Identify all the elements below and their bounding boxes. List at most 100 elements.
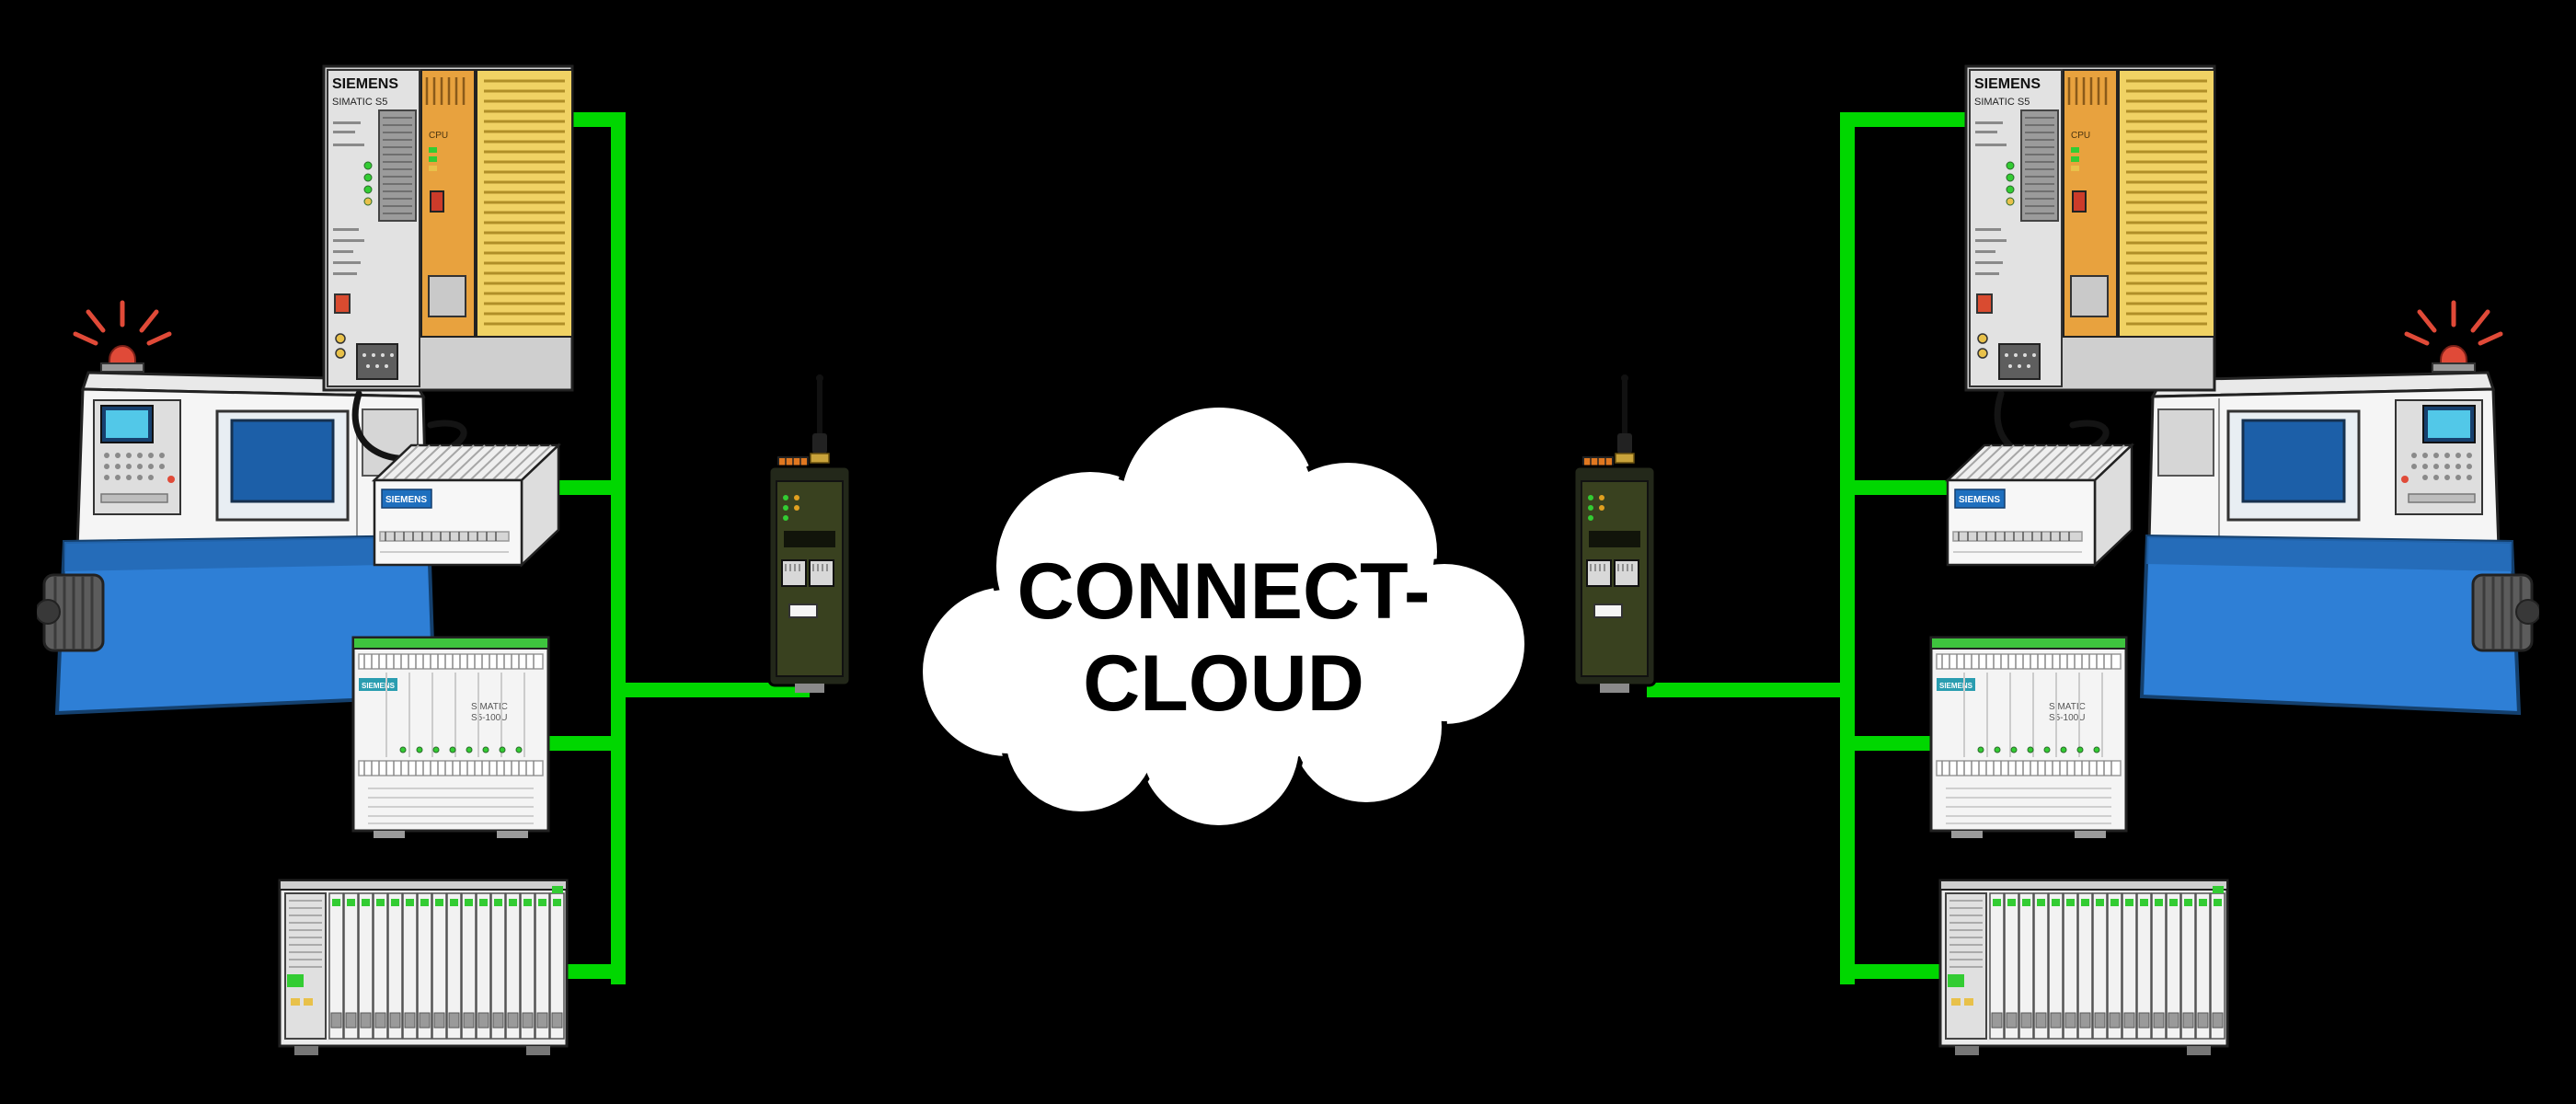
link-gateway-right <box>1647 683 1855 697</box>
model-label-2: S5-100U <box>2049 713 2085 723</box>
terminal-socket <box>1977 348 1988 359</box>
machine-tool-right <box>2134 299 2539 750</box>
cpu-connector <box>428 275 466 317</box>
beacon-base <box>2432 362 2476 373</box>
link-s7-left <box>543 736 626 751</box>
terminal-socket <box>1977 333 1988 344</box>
groove-ticks <box>385 532 497 541</box>
base-top-band <box>64 536 430 571</box>
port-pins-2 <box>1617 564 1633 571</box>
emergency-button <box>167 476 175 483</box>
terminal-ticks-bottom <box>1941 761 2112 776</box>
link-s7-right <box>1847 736 1939 751</box>
compact-plc-graphic: SIEMENS <box>1944 443 2135 568</box>
gateway-right <box>1569 373 1661 695</box>
antenna-base <box>1617 433 1632 454</box>
port-pins-2 <box>812 564 828 571</box>
antenna-ring <box>810 453 830 464</box>
rack-plc-graphic <box>1938 879 2229 1055</box>
alarm-beacon <box>109 345 136 364</box>
vent-dashes <box>1946 788 2111 824</box>
gateway-graphic <box>767 374 852 693</box>
cloud-label-line2: CLOUD <box>1083 639 1364 728</box>
link-bus-right <box>1840 112 1855 984</box>
model-label: SIMATIC S5 <box>1974 97 2030 108</box>
psu-green-block <box>1948 974 1964 987</box>
door-window <box>230 419 335 503</box>
port-pins-1 <box>785 564 800 571</box>
status-leds <box>1588 495 1604 521</box>
machine-graphic <box>37 300 437 716</box>
foot <box>1951 831 1983 838</box>
psu-text-marks <box>333 121 364 275</box>
machine-screen <box>106 410 148 438</box>
panel-slider <box>2408 493 2476 503</box>
gateway-graphic <box>1572 374 1657 693</box>
cpu-label: CPU <box>2071 131 2090 141</box>
antenna-icon <box>817 378 822 435</box>
compact-plc-right: SIEMENS <box>1937 423 2144 580</box>
psu-vent-lines <box>2025 117 2054 214</box>
psu-terminal <box>291 998 300 1006</box>
psu-green-block <box>287 974 304 987</box>
base-top-band <box>2146 536 2512 571</box>
psu-vent-lines <box>383 117 412 214</box>
rack-green-accent <box>552 886 563 893</box>
voltage-selector <box>1976 293 1993 314</box>
port-pins-1 <box>1590 564 1605 571</box>
din-clip <box>1600 684 1629 693</box>
brand-label: SIEMENS <box>1939 682 1973 690</box>
top-vent-slats <box>381 444 552 481</box>
cloud-label-line1: CONNECT- <box>1017 547 1430 636</box>
brand-label: SIEMENS <box>332 76 398 92</box>
psu-vent-module <box>2020 109 2059 222</box>
cloud-graphic: CONNECT- CLOUD <box>917 402 1530 831</box>
brand-label: SIEMENS <box>362 682 396 690</box>
compact-plc-left: SIEMENS <box>363 423 570 580</box>
link-gateway-left <box>611 683 810 697</box>
led-row <box>399 746 523 753</box>
psu-terminal <box>1964 998 1973 1006</box>
brand-plate <box>1954 489 2006 509</box>
terminal-socket <box>335 333 346 344</box>
psu-vents <box>289 900 322 968</box>
led-row <box>1977 746 2100 753</box>
antenna-ring <box>1615 453 1635 464</box>
psu-terminal <box>1951 998 1961 1006</box>
label-plate <box>1589 531 1640 547</box>
emergency-button <box>2401 476 2409 483</box>
s5-100u-plc-left: SIEMENS SIMATIC S5-100U <box>350 621 552 846</box>
door-window <box>2241 419 2346 503</box>
connect-cloud: CONNECT- CLOUD <box>869 368 1569 846</box>
brand-label: SIEMENS <box>1974 76 2041 92</box>
psu-vent-module <box>378 109 417 222</box>
brand-label: SIEMENS <box>385 495 427 505</box>
usb-port <box>1593 604 1623 618</box>
front-groove <box>1952 531 2083 542</box>
cpu-led-indicators <box>2071 147 2079 171</box>
voltage-selector <box>334 293 351 314</box>
top-vent-slats <box>1954 444 2125 481</box>
compact-plc-graphic: SIEMENS <box>371 443 562 568</box>
gateway-left <box>764 373 856 695</box>
cpu-label: CPU <box>429 131 448 141</box>
io-vent-lines <box>2126 79 2207 326</box>
alarm-rays <box>2404 300 2503 346</box>
antenna-icon <box>1622 378 1627 435</box>
link-bus-left <box>611 112 626 984</box>
usb-port <box>788 604 818 618</box>
rack-plc-right <box>1937 860 2231 1067</box>
io-vent-lines <box>484 79 565 326</box>
motor-cap <box>2515 599 2539 625</box>
cloud-fill-cover <box>926 410 1522 822</box>
rack-top-rail <box>279 880 568 891</box>
s5-plc-graphic: SIEMENS SIMATIC S5 <box>1964 64 2216 463</box>
groove-ticks <box>1958 532 2070 541</box>
vent-dashes <box>368 788 534 824</box>
s5-plc-right: SIEMENS SIMATIC S5 <box>1964 55 2222 488</box>
brand-label: SIEMENS <box>1959 495 2000 505</box>
antenna-base <box>812 433 827 454</box>
panel-buttons <box>104 453 165 480</box>
module-dividers <box>385 673 525 757</box>
